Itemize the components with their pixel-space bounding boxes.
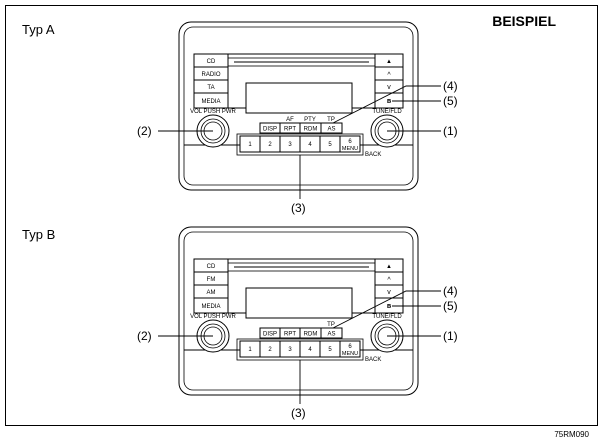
- bluetooth-button[interactable]: [374, 92, 404, 109]
- radio-typ-a: Typ A CD RADIO TA MEDIA ▲ ^ v ʙ VOL PUSH…: [22, 21, 458, 215]
- callout-2: (2): [137, 329, 152, 343]
- bluetooth-icon: ʙ: [387, 303, 392, 310]
- eject-icon: ▲: [386, 59, 392, 65]
- disp-label: DISP: [263, 332, 277, 338]
- figure-border: [5, 5, 598, 426]
- callout-5: (5): [443, 299, 458, 313]
- display: [245, 287, 353, 319]
- chevron-down-icon: v: [387, 289, 391, 296]
- preset-2-label: 2: [268, 347, 272, 353]
- preset-6-sublabel: MENU: [342, 351, 358, 357]
- back-label: BACK: [365, 357, 381, 363]
- knob-right-label: TUNE/FLD: [372, 109, 402, 115]
- rdm-label: RDM: [304, 332, 318, 338]
- knob-right-label: TUNE/FLD: [372, 314, 402, 320]
- callout-2: (2): [137, 124, 152, 138]
- disp-label: DISP: [263, 127, 277, 133]
- button-media-label: MEDIA: [201, 304, 220, 310]
- chevron-up-icon: ^: [387, 72, 391, 79]
- type-label: Typ A: [22, 22, 55, 37]
- callout-5: (5): [443, 94, 458, 108]
- figure-title: BEISPIEL: [492, 13, 556, 29]
- eject-icon: ▲: [386, 264, 392, 270]
- preset-6[interactable]: [339, 340, 361, 358]
- button-media[interactable]: [193, 297, 229, 314]
- button-left-3-label: AM: [207, 290, 216, 296]
- preset-4-label: 4: [308, 142, 312, 148]
- rdm-label: RDM: [304, 127, 318, 133]
- rpt-label: RPT: [284, 127, 296, 133]
- as-button[interactable]: [320, 327, 343, 339]
- button-left-2-label: RADIO: [201, 72, 220, 78]
- type-label: Typ B: [22, 227, 55, 242]
- func-label-tp: TP: [327, 117, 335, 123]
- figure-code: 75RM090: [554, 430, 589, 439]
- bluetooth-icon: ʙ: [387, 98, 392, 105]
- callout-3: (3): [291, 201, 306, 215]
- func-label-tp: TP: [327, 322, 335, 328]
- button-media[interactable]: [193, 92, 229, 109]
- button-left-1-label: CD: [207, 59, 216, 65]
- button-left-3-label: TA: [207, 85, 214, 91]
- as-label: AS: [327, 127, 335, 133]
- preset-5-label: 5: [328, 142, 332, 148]
- button-media-label: MEDIA: [201, 99, 220, 105]
- radio-inner-frame: [183, 26, 414, 186]
- preset-4-label: 4: [308, 347, 312, 353]
- preset-2-label: 2: [268, 142, 272, 148]
- callout-1: (1): [443, 124, 458, 138]
- chevron-up-icon: ^: [387, 277, 391, 284]
- callout-1: (1): [443, 329, 458, 343]
- back-label: BACK: [365, 152, 381, 158]
- preset-6-label: 6: [348, 139, 352, 145]
- func-label-af: AF: [286, 117, 294, 123]
- leader-4: [332, 290, 441, 329]
- preset-6-label: 6: [348, 344, 352, 350]
- preset-6-sublabel: MENU: [342, 146, 358, 152]
- as-label: AS: [327, 332, 335, 338]
- preset-1-label: 1: [248, 142, 252, 148]
- radio-inner-frame: [183, 231, 414, 391]
- button-left-1-label: CD: [207, 264, 216, 270]
- button-left-2-label: FM: [207, 277, 216, 283]
- chevron-down-icon: v: [387, 84, 391, 91]
- knob-left-label: VOL PUSH PWR: [190, 109, 236, 115]
- bluetooth-button[interactable]: [374, 297, 404, 314]
- callout-4: (4): [443, 79, 458, 93]
- preset-6[interactable]: [339, 135, 361, 153]
- callout-3: (3): [291, 406, 306, 420]
- func-label-pty: PTY: [304, 117, 316, 123]
- radio-typ-b: Typ B CD FM AM MEDIA ▲ ^ v ʙ VOL PUSH PW…: [22, 226, 458, 420]
- preset-3-label: 3: [288, 347, 292, 353]
- callout-4: (4): [443, 284, 458, 298]
- display: [245, 82, 353, 114]
- knob-left-label: VOL PUSH PWR: [190, 314, 236, 320]
- as-button[interactable]: [320, 122, 343, 134]
- preset-3-label: 3: [288, 142, 292, 148]
- preset-1-label: 1: [248, 347, 252, 353]
- rpt-label: RPT: [284, 332, 296, 338]
- leader-4: [332, 85, 441, 124]
- preset-5-label: 5: [328, 347, 332, 353]
